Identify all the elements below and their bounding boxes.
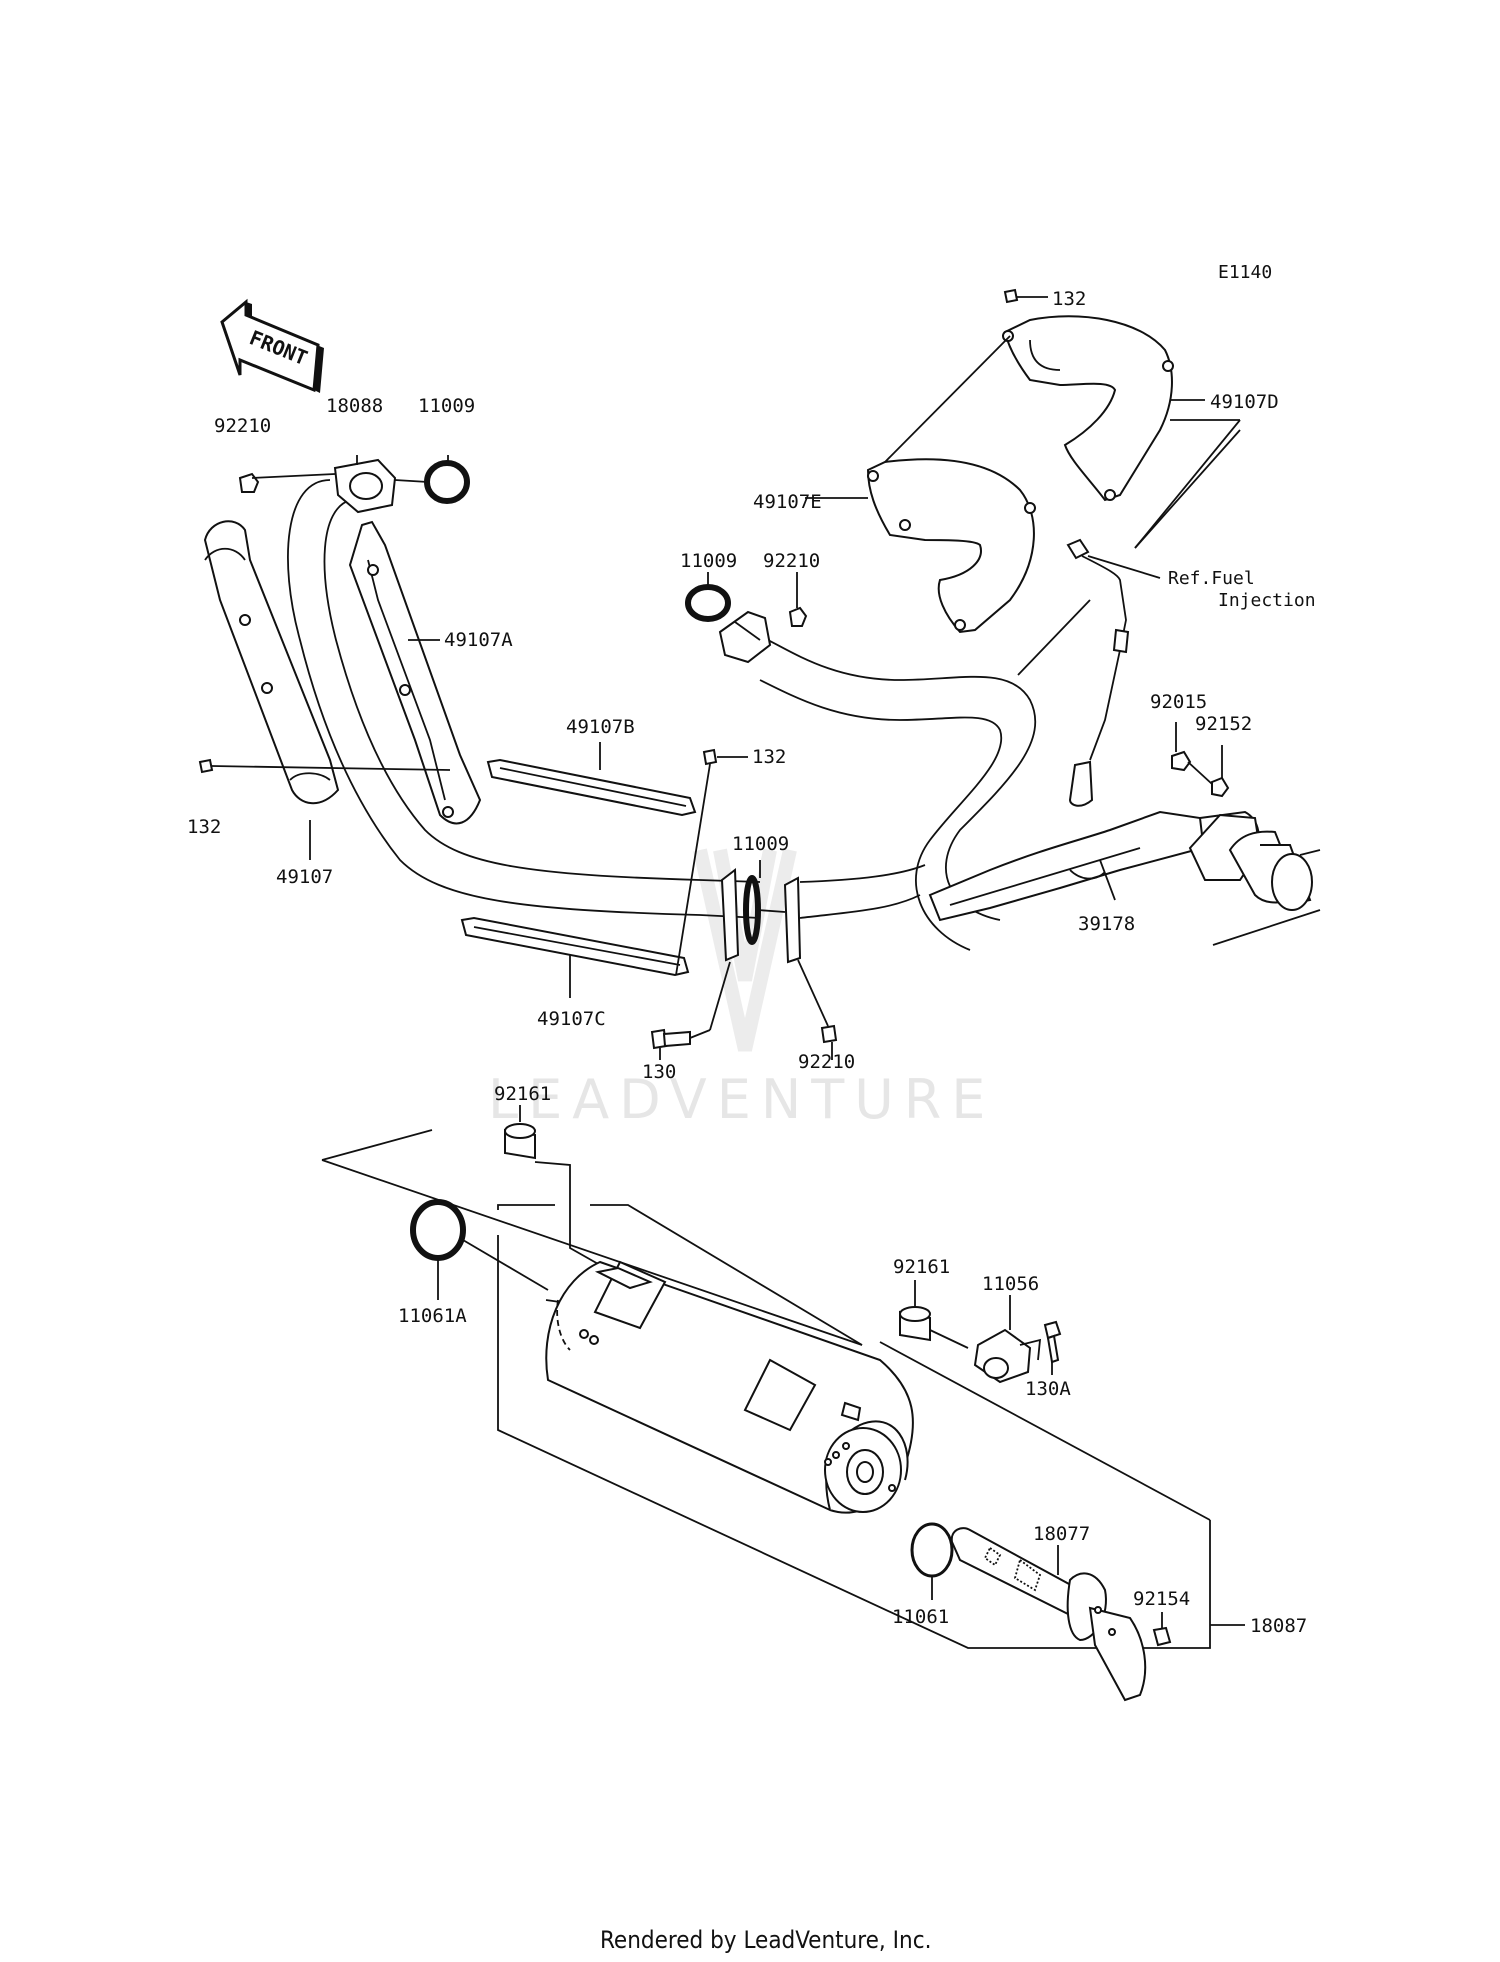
heat-guard-49107D (1002, 315, 1174, 502)
label-132-c: 132 (1052, 288, 1086, 310)
screw-132-b (702, 748, 718, 766)
leader-92015 (1187, 761, 1213, 785)
muffler-bracket-lines (321, 1129, 1211, 1649)
label-49107C: 49107C (537, 1008, 606, 1030)
gasket-11061A (410, 1199, 466, 1261)
nut-92210-b (820, 1024, 838, 1044)
label-18077: 18077 (1033, 1523, 1090, 1545)
spark-arrester-18077 (950, 1527, 1147, 1702)
label-92154: 92154 (1133, 1588, 1190, 1610)
label-39178: 39178 (1078, 913, 1135, 935)
label-18088: 18088 (326, 395, 383, 417)
label-11009-a: 11009 (418, 395, 475, 417)
screw-132-c (1003, 288, 1019, 304)
label-49107B: 49107B (566, 716, 635, 738)
leader-132-b (675, 763, 711, 976)
part-labels: 92210 18088 11009 49107A 132 49107 49107… (187, 288, 1316, 1637)
leader-92210-b (797, 959, 829, 1027)
nut-92210-c (788, 606, 808, 627)
leader-92161-b (929, 1329, 969, 1349)
label-92210-c: 92210 (763, 550, 820, 572)
guide-line-1 (884, 335, 1011, 463)
ref-note-line2: Injection (1218, 590, 1316, 611)
nut-92210-a (238, 472, 260, 493)
guide-line-2 (1134, 429, 1241, 549)
label-49107D: 49107D (1210, 391, 1279, 413)
gasket-11061 (910, 1522, 954, 1578)
heat-guard-49107E (866, 458, 1036, 634)
label-11009-b: 11009 (732, 833, 789, 855)
label-92210-a: 92210 (214, 415, 271, 437)
label-49107: 49107 (276, 866, 333, 888)
heat-guard-49107 (203, 520, 340, 805)
screw-92154 (1152, 1626, 1172, 1647)
muffler-body (545, 1260, 914, 1514)
rear-header-pipe (759, 635, 1036, 951)
flange-18088 (333, 458, 397, 514)
watermark: LEADVENTURE (488, 848, 995, 1131)
guide-line-3 (1017, 599, 1091, 676)
footer-credit: Rendered by LeadVenture, Inc. (600, 1926, 931, 1954)
leader-130 (689, 1029, 711, 1039)
ref-note-line1: Ref.Fuel (1168, 568, 1255, 589)
front-arrow-icon: FRONT (220, 298, 324, 393)
label-132-b: 132 (752, 746, 786, 768)
label-11061: 11061 (892, 1606, 949, 1628)
label-130: 130 (642, 1061, 676, 1083)
front-header-pipe (287, 479, 761, 919)
heat-guard-49107A (348, 520, 482, 825)
label-92161-b: 92161 (893, 1256, 950, 1278)
label-92015: 92015 (1150, 691, 1207, 713)
label-130A: 130A (1025, 1378, 1071, 1400)
bolt-130A (1043, 1320, 1062, 1364)
label-11009-c: 11009 (680, 550, 737, 572)
oxygen-sensor (1066, 538, 1130, 761)
rear-header-flange (718, 610, 772, 664)
label-92161-a: 92161 (494, 1083, 551, 1105)
collar-92161-a (504, 1123, 536, 1160)
watermark-text: LEADVENTURE (488, 1068, 995, 1131)
gasket-11009-c (685, 584, 731, 622)
heat-guard-49107B (486, 758, 697, 817)
nut-92015 (1171, 750, 1192, 772)
gasket-11009-a (424, 460, 470, 504)
label-18087: 18087 (1250, 1615, 1307, 1637)
screw-132-a (198, 758, 214, 774)
leader-11061A (462, 1239, 549, 1291)
center-clamp (720, 868, 802, 964)
leader-92161-a (534, 1161, 601, 1266)
collar-92161-b (899, 1306, 931, 1342)
label-49107E: 49107E (753, 491, 822, 513)
end-flange-pipe (1188, 813, 1321, 911)
washer-92152 (1211, 776, 1230, 798)
label-92152: 92152 (1195, 713, 1252, 735)
leader-39178-end (1212, 909, 1321, 946)
label-92210-b: 92210 (798, 1051, 855, 1073)
leader-lines (251, 296, 1245, 1628)
label-11061A: 11061A (398, 1305, 467, 1327)
bolt-130 (650, 1028, 691, 1050)
heat-guard-49107C (460, 916, 690, 977)
label-11056: 11056 (982, 1273, 1039, 1295)
damper-11056 (973, 1328, 1042, 1384)
label-49107A: 49107A (444, 629, 513, 651)
leader-132-a (211, 765, 451, 771)
diagram-code: E1140 (1218, 262, 1272, 283)
label-132-a: 132 (187, 816, 221, 838)
leader-130-b (709, 961, 731, 1031)
